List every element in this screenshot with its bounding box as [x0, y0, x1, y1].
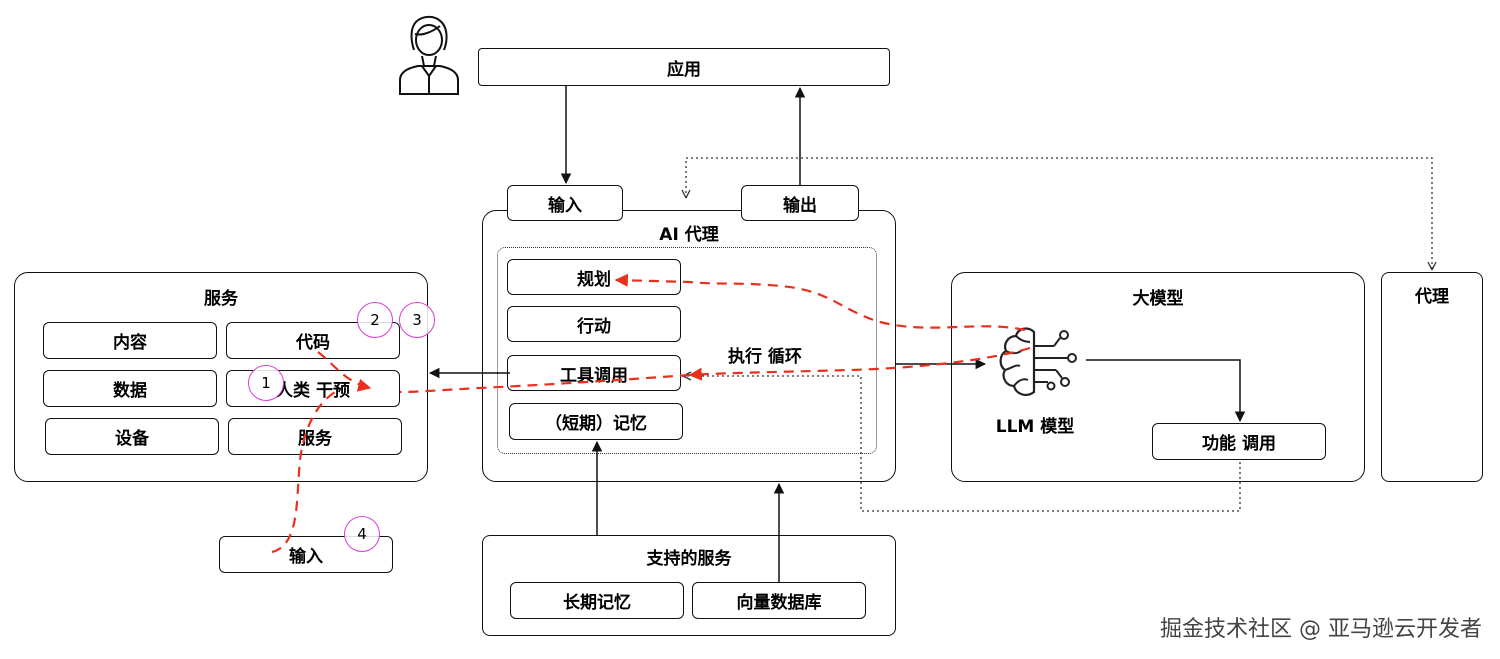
agent-item-planning: 规划 — [507, 259, 681, 295]
agent-item-label: （短期）记忆 — [545, 414, 647, 434]
ai-agent-title: AI 代理 — [659, 225, 719, 245]
red-path-code-to-intervention — [317, 351, 372, 392]
input-box-top: 输入 — [507, 185, 623, 221]
step-marker-3: 3 — [399, 302, 435, 338]
service-item-label: 设备 — [115, 429, 149, 449]
step-marker-label: 3 — [412, 311, 422, 329]
agent-item-label: 行动 — [577, 316, 611, 337]
service-item-label: 代码 — [296, 333, 330, 353]
step-marker-label: 2 — [370, 311, 380, 329]
service-item-data: 数据 — [43, 370, 217, 407]
agent-item-action: 行动 — [507, 306, 681, 342]
execution-loop-label: 执行 循环 — [728, 347, 802, 367]
services-title: 服务 — [204, 289, 238, 309]
support-item-vector-db: 向量数据库 — [692, 582, 866, 619]
agent-inner-dotted-frame — [497, 247, 877, 454]
service-item-label: 人类 干预 — [276, 381, 350, 401]
service-item-service: 服务 — [228, 418, 402, 455]
service-item-label: 数据 — [113, 381, 147, 401]
step-marker-2: 2 — [357, 302, 393, 338]
red-path-llm-to-planning — [614, 273, 1026, 332]
red-path-input-to-intervention — [271, 391, 336, 554]
dotted-function-call-to-toolcall — [683, 375, 1241, 512]
application-box: 应用 — [478, 48, 890, 86]
output-box-top: 输出 — [741, 185, 859, 221]
red-path-toolcall-to-services — [399, 373, 691, 394]
step-marker-1: 1 — [248, 365, 284, 401]
arrow-llm-to-function-call — [1086, 359, 1246, 423]
llm-title: 大模型 — [1132, 289, 1184, 309]
step-marker-4: 4 — [344, 516, 380, 552]
application-label: 应用 — [667, 59, 701, 80]
supporting-services-title: 支持的服务 — [646, 549, 732, 569]
proxy-title: 代理 — [1415, 287, 1449, 307]
output-top-label: 输出 — [783, 195, 817, 216]
brain-icon — [999, 327, 1077, 396]
person-icon — [399, 15, 459, 95]
llm-model-label: LLM 模型 — [995, 417, 1075, 437]
dotted-output-to-proxy — [685, 157, 1433, 270]
step-marker-label: 1 — [261, 374, 271, 392]
input-top-label: 输入 — [548, 195, 582, 216]
agent-item-memory: （短期）记忆 — [509, 403, 683, 440]
agent-item-label: 规划 — [577, 269, 611, 290]
function-call-label: 功能 调用 — [1202, 434, 1276, 454]
function-call-box: 功能 调用 — [1152, 423, 1326, 460]
proxy-panel — [1381, 272, 1483, 482]
step-marker-label: 4 — [357, 525, 367, 543]
red-path-llm-to-toolcall — [688, 346, 1031, 381]
input-bottom-label: 输入 — [289, 547, 323, 567]
service-item-device: 设备 — [45, 418, 219, 455]
support-item-label: 长期记忆 — [563, 593, 631, 613]
service-item-label: 内容 — [113, 333, 147, 353]
agent-item-label: 工具调用 — [560, 365, 628, 386]
service-item-content: 内容 — [43, 322, 217, 359]
watermark: 掘金技术社区 @ 亚马逊云开发者 — [1160, 617, 1482, 642]
support-item-long-term-memory: 长期记忆 — [510, 582, 684, 619]
support-item-label: 向量数据库 — [736, 593, 822, 613]
